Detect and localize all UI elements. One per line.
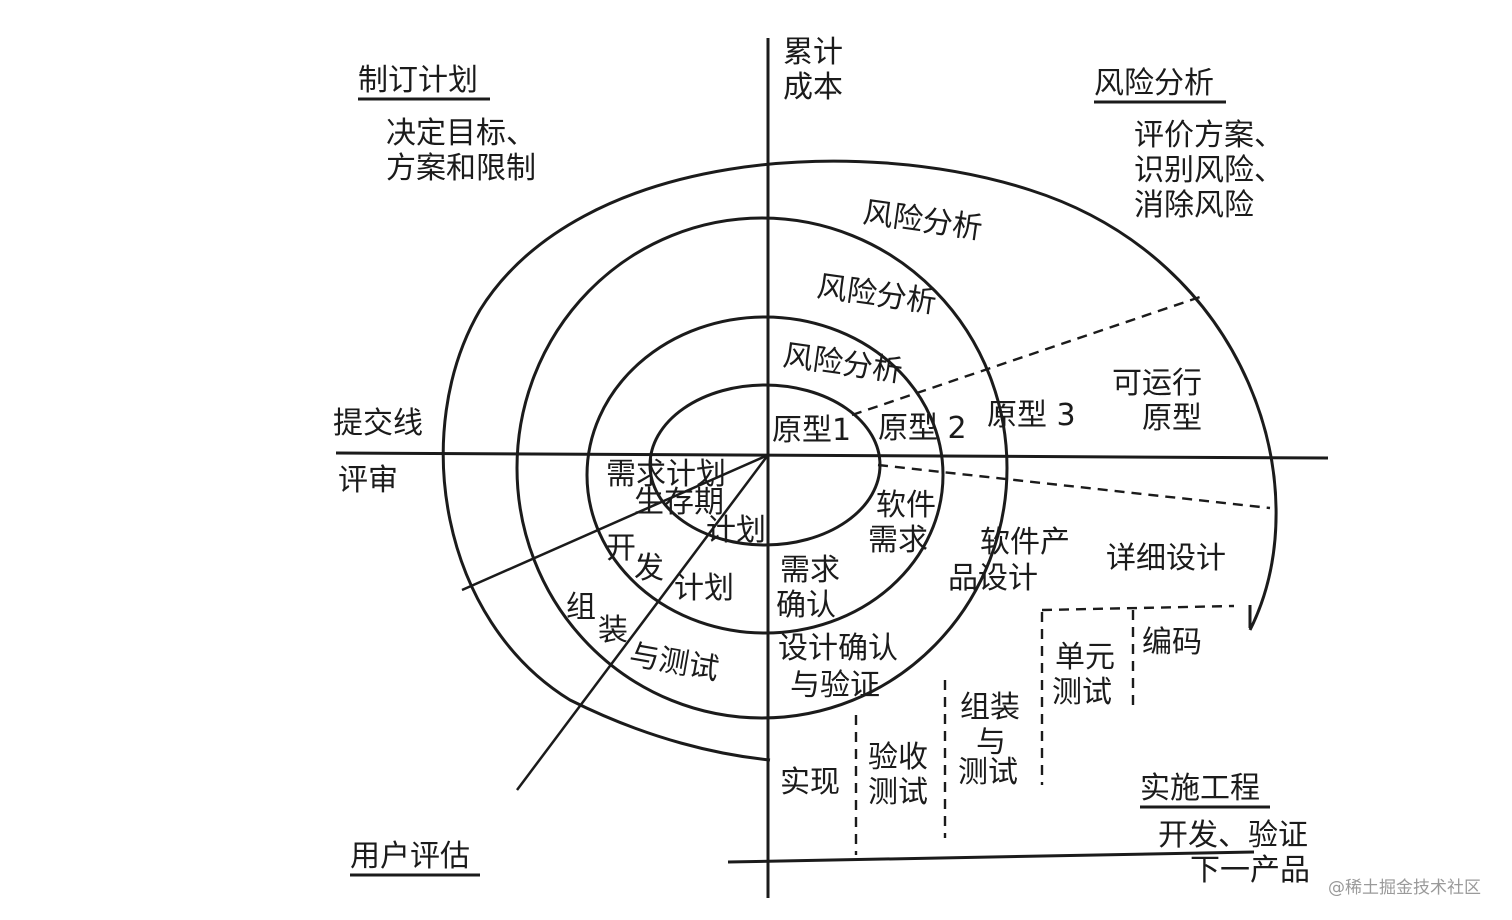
bottom-line [727, 850, 1255, 864]
integration-test-line-1: 组装 [960, 690, 1020, 725]
design-validation-line-2: 与验证 [790, 668, 880, 703]
requirements-validation-line-2: 确认 [776, 588, 836, 623]
spiral-loop-3 [515, 216, 1009, 720]
prototype-2: 原型 2 [878, 411, 967, 446]
evaluation-title: 用户评估 [350, 839, 470, 874]
risk-title: 风险分析 [1094, 66, 1214, 101]
requirements-validation-line-1: 需求 [780, 553, 840, 588]
cost-label-line-1: 累计 [783, 35, 843, 70]
requirements-plan: 需求计划 [606, 457, 726, 492]
lifecycle-plan-line-2: 计划 [706, 513, 766, 548]
engineering-title: 实施工程 [1140, 771, 1260, 806]
product-design-line-1: 软件产 [980, 525, 1070, 560]
engineering-desc-line-1: 开发、验证 [1158, 818, 1308, 853]
commit-line [335, 451, 1329, 460]
risk-analysis-outer: 风险分析 [861, 195, 985, 246]
commit-line-label: 提交线 [333, 406, 423, 441]
development-plan-kai: 开 [606, 531, 636, 566]
implementation: 实现 [780, 765, 840, 800]
product-design-line-2: 品设计 [948, 561, 1038, 596]
software-requirements-line-2: 需求 [868, 523, 928, 558]
coding: 编码 [1142, 625, 1202, 660]
risk-desc-line-3: 消除风险 [1134, 188, 1254, 223]
risk-desc-line-1: 评价方案、 [1134, 118, 1284, 153]
prototype-3: 原型 3 [987, 398, 1076, 433]
integration-test-plan-yuceshi: 与测试 [627, 637, 722, 687]
operational-prototype-line-1: 可运行 [1112, 366, 1202, 401]
divider-lower-right [877, 463, 1271, 510]
unit-test-line-2: 测试 [1052, 675, 1112, 710]
engineering-desc-line-2: 下一产品 [1190, 853, 1310, 888]
acceptance-test-line-2: 测试 [868, 775, 928, 810]
prototype-1: 原型1 [772, 413, 851, 448]
review-label: 评审 [338, 463, 398, 498]
plan-title: 制订计划 [358, 63, 478, 98]
risk-desc-line-2: 识别风险、 [1134, 153, 1284, 188]
divider-upper-right [851, 295, 1201, 417]
software-requirements-line-1: 软件 [876, 488, 936, 523]
acceptance-test-line-1: 验收 [868, 740, 928, 775]
radial-line-lower [515, 454, 770, 791]
integration-test-line-2: 与 [976, 725, 1006, 760]
watermark: @稀土掘金技术社区 [1328, 878, 1481, 898]
risk-analysis-inner: 风险分析 [781, 338, 905, 389]
unit-test-line-1: 单元 [1055, 640, 1115, 675]
cost-label-line-2: 成本 [783, 70, 843, 105]
plan-desc-line-1: 决定目标、 [386, 116, 536, 151]
integration-test-line-3: 测试 [958, 755, 1018, 790]
integration-test-plan-zu: 组 [566, 590, 596, 625]
radial-line-upper [461, 453, 769, 592]
divider-coding-top [1041, 604, 1235, 612]
development-plan-jihua: 计划 [674, 571, 734, 606]
spiral-loop-outer [441, 159, 1278, 762]
design-validation-line-1: 设计确认 [778, 631, 898, 666]
plan-desc-line-2: 方案和限制 [386, 151, 536, 186]
detailed-design: 详细设计 [1106, 541, 1226, 576]
spiral-loop-2 [585, 315, 945, 635]
operational-prototype-line-2: 原型 [1142, 401, 1202, 436]
lifecycle-plan-line-1: 生存期 [634, 485, 724, 520]
integration-test-plan-zhuang: 装 [598, 613, 628, 648]
development-plan-fa: 发 [634, 551, 664, 586]
